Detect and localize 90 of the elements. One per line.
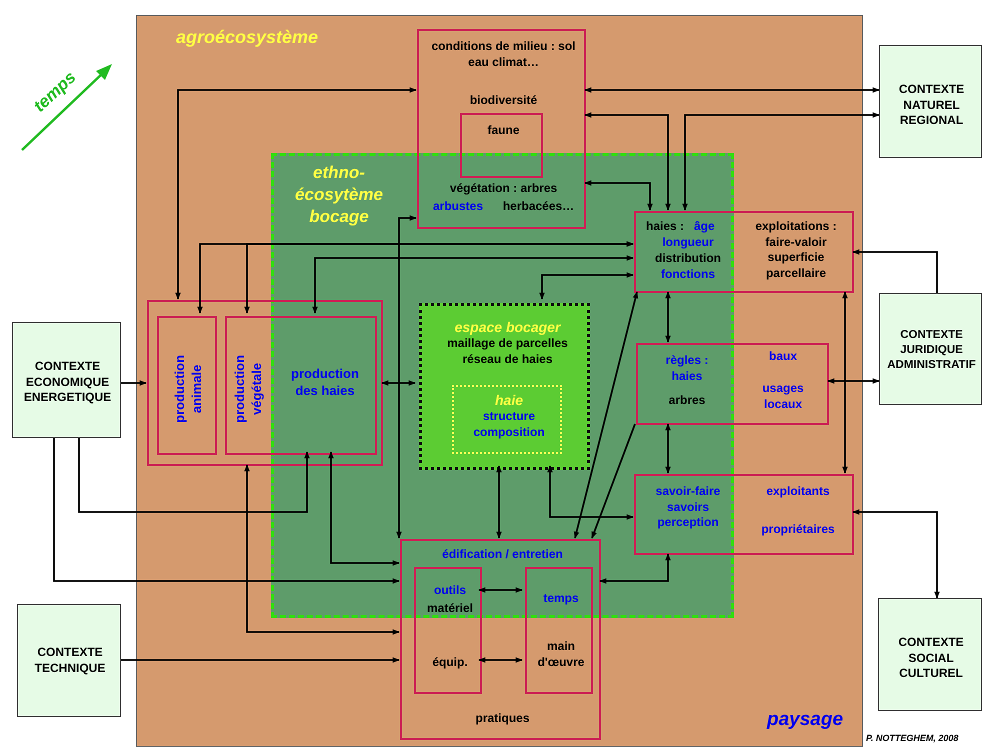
arrow (584, 180, 653, 211)
arrow (682, 112, 880, 211)
box-label: CONTEXTE TECHNIQUE (34, 645, 106, 676)
box-label: faune (486, 123, 520, 139)
box-label: CONTEXTE JURIDIQUE ADMINISTRATIF (886, 328, 977, 373)
box-label: outils (433, 583, 467, 599)
process-box (225, 316, 377, 455)
box-label: baux (768, 349, 798, 365)
box-label: CONTEXTE NATUREL REGIONAL (898, 82, 966, 129)
box-label: arbres (668, 393, 706, 409)
arrow (381, 380, 416, 386)
box-label: paysage (766, 708, 844, 732)
arrow (599, 553, 671, 584)
arrow (121, 380, 147, 386)
arrow (53, 438, 400, 584)
box-label: CONTEXTE ECONOMIQUE ENERGETIQUE (22, 359, 112, 406)
space-box (419, 303, 590, 470)
arrow (852, 509, 940, 599)
arrow (842, 291, 848, 474)
box-label: production végétale (232, 354, 265, 425)
arrow (584, 112, 671, 211)
process-box (157, 316, 217, 455)
box-label: pratiques (474, 711, 530, 727)
box-label: exploitants (765, 484, 831, 500)
context-box (879, 293, 982, 405)
region-title: ethno-écosytème bocage (294, 162, 384, 228)
process-box (634, 211, 854, 293)
subsystem-region (271, 153, 734, 618)
arrow (175, 87, 417, 300)
arrow (396, 215, 417, 539)
process-box (636, 343, 829, 425)
arrow (539, 272, 634, 300)
context-box (17, 604, 121, 717)
box-label: CONTEXTE SOCIAL CULTUREL (897, 635, 965, 682)
box-label: conditions de milieu : sol eau climat… (430, 39, 576, 70)
box-label: herbacées… (502, 199, 576, 215)
system-region (136, 15, 863, 747)
box-label: savoir-faire savoirs perception (654, 484, 722, 531)
context-box (12, 322, 121, 438)
box-label: structure composition (472, 409, 546, 440)
box-label: maillage de parcelles réseau de haies (446, 336, 569, 368)
box-label: production des haies (290, 366, 360, 400)
arrow (591, 424, 636, 539)
arrow (547, 465, 634, 520)
arrow (478, 657, 523, 663)
arrow (328, 451, 400, 566)
arrow (244, 464, 400, 635)
box-label: production animale (172, 354, 205, 425)
arrow (312, 255, 634, 314)
context-box (878, 598, 982, 711)
region-title: agroécosystème (174, 26, 320, 49)
box-label: main d'œuvre (536, 639, 586, 670)
box-label: arbustes (432, 199, 484, 215)
box-label: édification / entretien (441, 547, 564, 563)
context-box (879, 45, 982, 158)
arrow (852, 249, 938, 293)
process-box (634, 474, 854, 555)
box-label: exploitations : faire-valoir superficie parcellaire (754, 219, 838, 282)
arrow (827, 378, 880, 384)
box-label: temps (542, 591, 580, 607)
box-label: biodiversité (468, 93, 538, 109)
group-box (147, 300, 383, 466)
box-label: haies : (646, 219, 686, 235)
arrow (584, 87, 880, 93)
process-box (460, 113, 543, 178)
box-label: propriétaires (760, 522, 836, 538)
arrow (78, 438, 310, 513)
box-label: équip. (431, 655, 469, 671)
arrow (478, 587, 523, 593)
process-box (414, 567, 482, 694)
box-label: règles : haies (664, 353, 710, 384)
box-label: matériel (426, 601, 474, 617)
credit-text: P. NOTTEGHEM, 2008 (866, 733, 958, 743)
box-label: fonctions (660, 267, 716, 283)
region-title: haie (494, 391, 524, 410)
arrow (574, 291, 638, 539)
process-box (525, 567, 593, 694)
arrow (496, 465, 502, 539)
arrow (665, 291, 671, 343)
box-label: distribution (654, 251, 722, 267)
box-label: longueur (661, 235, 715, 251)
box-label: végétation : arbres (448, 181, 558, 197)
inner-box (452, 385, 562, 454)
box-label: usages locaux (761, 381, 805, 412)
process-box (417, 29, 586, 229)
region-title: espace bocager (454, 318, 562, 336)
box-label: âge (694, 219, 716, 235)
arrow (121, 657, 400, 663)
process-box (400, 539, 601, 740)
arrow (665, 423, 671, 474)
